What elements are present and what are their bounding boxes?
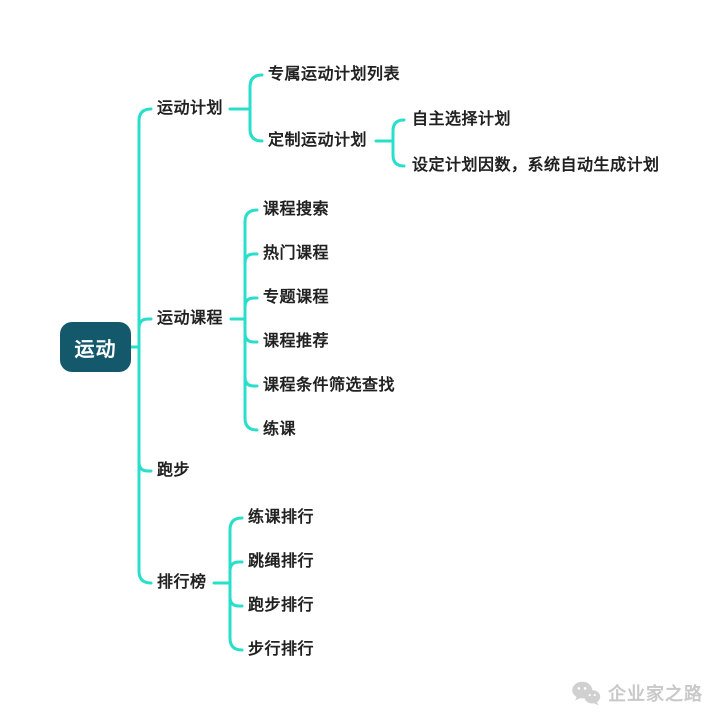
branch-running[interactable]: 跑步 xyxy=(157,462,191,479)
connector-course-hook-4 xyxy=(243,375,259,388)
connector-trunk xyxy=(137,107,153,585)
connector-course-hook-2 xyxy=(243,296,259,309)
wechat-icon xyxy=(571,680,601,706)
connector-ranking-hook-2 xyxy=(228,595,244,608)
watermark-label: 企业家之路 xyxy=(608,684,703,704)
connector-ranking-bracket xyxy=(228,516,244,652)
node-topic-course[interactable]: 专题课程 xyxy=(263,289,330,306)
connector-course-hook-3 xyxy=(243,331,259,344)
branch-sport-plan[interactable]: 运动计划 xyxy=(157,100,224,117)
node-course-recommend[interactable]: 课程推荐 xyxy=(263,333,330,350)
connector-custom-plan-bracket xyxy=(391,118,406,168)
node-practice-course[interactable]: 练课 xyxy=(263,421,297,438)
node-custom-plan[interactable]: 定制运动计划 xyxy=(268,132,368,149)
connector-trunk-hook-running xyxy=(137,460,153,473)
node-root-label: 运动 xyxy=(74,338,117,361)
node-root[interactable]: 运动 xyxy=(60,322,131,372)
node-auto-generate-plan[interactable]: 设定计划因数，系统自动生成计划 xyxy=(412,157,660,174)
connector-course-bracket xyxy=(243,208,259,432)
watermark: 企业家之路 xyxy=(571,680,703,706)
connector-trunk-hook-course xyxy=(137,317,153,330)
node-course-search[interactable]: 课程搜索 xyxy=(263,201,330,218)
connector-plan-bracket xyxy=(248,73,264,143)
node-course-filter-search[interactable]: 课程条件筛选查找 xyxy=(263,377,396,394)
node-running-ranking[interactable]: 跑步排行 xyxy=(248,597,315,614)
node-rope-skipping-ranking[interactable]: 跳绳排行 xyxy=(248,553,315,570)
branch-leaderboard[interactable]: 排行榜 xyxy=(157,574,207,591)
connector-course-hook-1 xyxy=(243,252,259,265)
node-walking-ranking[interactable]: 步行排行 xyxy=(248,641,315,658)
node-self-select-plan[interactable]: 自主选择计划 xyxy=(412,111,512,128)
node-hot-course[interactable]: 热门课程 xyxy=(263,245,330,262)
branch-sport-course[interactable]: 运动课程 xyxy=(157,310,224,327)
node-exclusive-plan-list[interactable]: 专属运动计划列表 xyxy=(268,66,401,83)
node-practice-ranking[interactable]: 练课排行 xyxy=(248,509,315,526)
connector-ranking-hook-1 xyxy=(228,560,244,573)
